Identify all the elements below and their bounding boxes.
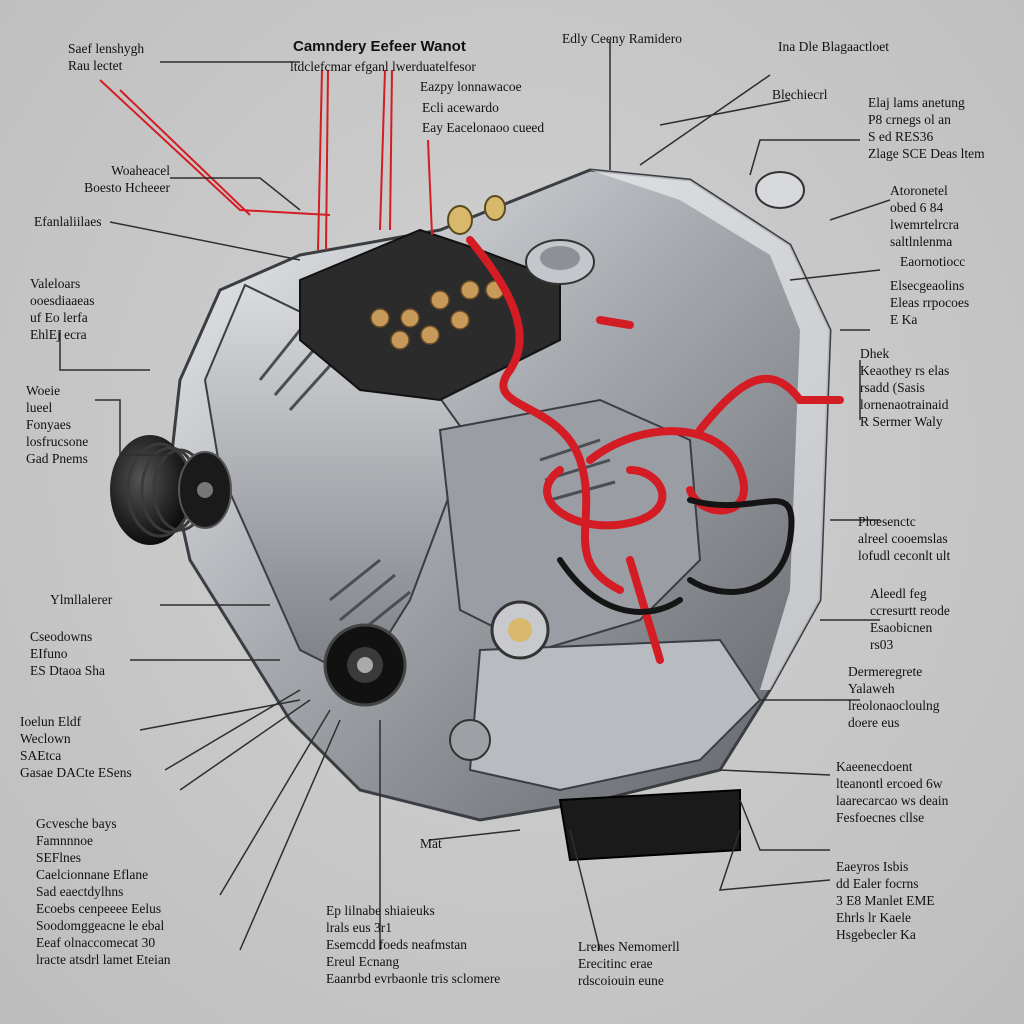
label-top-center-4: Ecli acewardo [422,100,499,115]
red-leader-lines [99,69,433,251]
label-left-3: Valeloars ooesdiaaeas uf Eo lerfa EhlEj … [30,276,95,342]
label-top-center-3: Eazpy lonnawacoe [420,79,522,94]
label-top-center-title: Camndery Eefeer Wanot [293,38,466,55]
label-left-2: Efanlaliilaes [34,214,102,229]
label-top-center-6: Edly Ceeny Ramidero [562,31,682,46]
label-left-1: Woaheacel Boesto Hcheeer [84,163,170,195]
label-top-left-1: Saef lenshygh Rau lectet [68,41,145,73]
label-bottom-3: Lrenes Nemomerll Erecitinc erae rdscoiou… [578,939,680,988]
front-pulley [110,435,232,545]
label-right-10: Eaeyros Isbis dd Ealer focrns 3 E8 Manle… [836,859,935,942]
label-right-5: Dhek Keaothey rs elas rsadd (Sasis lorne… [860,346,950,429]
label-top-right-1: Ina Dle Blagaactloet [778,39,889,54]
label-bottom-2: Ep lilnabe shiaieuks lrals eus 3r1 Esemc… [326,903,501,986]
label-left-8: Gcvesche bays Famnnnoe SEFlnes Caelcionn… [36,816,171,967]
label-right-3: Eaornotiocc [900,254,966,269]
label-left-5: Ylmllalerer [50,592,113,607]
label-right-6: Ploesenctc alreel cooemslas lofudl cecon… [858,514,951,563]
label-left-4: Woeie lueel Fonyaes losfrucsone Gad Pnem… [26,383,89,466]
black-wiring [557,497,795,615]
label-top-center-5: Eay Eacelonaoo cueed [422,120,545,135]
label-left-6: Cseodowns EIfuno ES Dtaoa Sha [30,629,105,678]
alternator-housing [168,168,832,862]
label-left-7: Ioelun Eldf Weclown SAEtca Gasae DACte E… [20,714,132,780]
label-right-8: Dermeregrete Yalaweh lreolonaocloulng do… [848,664,940,730]
label-bottom-1: Mat [420,836,442,851]
label-right-2: Atoronetel obed 6 84 lwemrtelrcra saltln… [890,183,959,249]
label-right-4: Elsecgeaolins Eleas rrpocoes E Ka [890,278,970,327]
label-right-1: Elaj lams anetung P8 crnegs ol an S ed R… [868,95,985,161]
leader-lines [59,40,891,951]
label-top-right-2: Blechiecrl [772,87,828,102]
red-wiring [466,236,844,664]
label-right-9: Kaeenecdoent lteanontl ercoed 6w laareca… [836,759,949,825]
label-right-7: Aleedl feg ccresurtt reode Esaobicnen rs… [870,586,950,652]
label-top-center-2: ltdclefcmar efganl lwerduatelfesor [290,59,476,74]
idler-pulley [323,600,550,761]
